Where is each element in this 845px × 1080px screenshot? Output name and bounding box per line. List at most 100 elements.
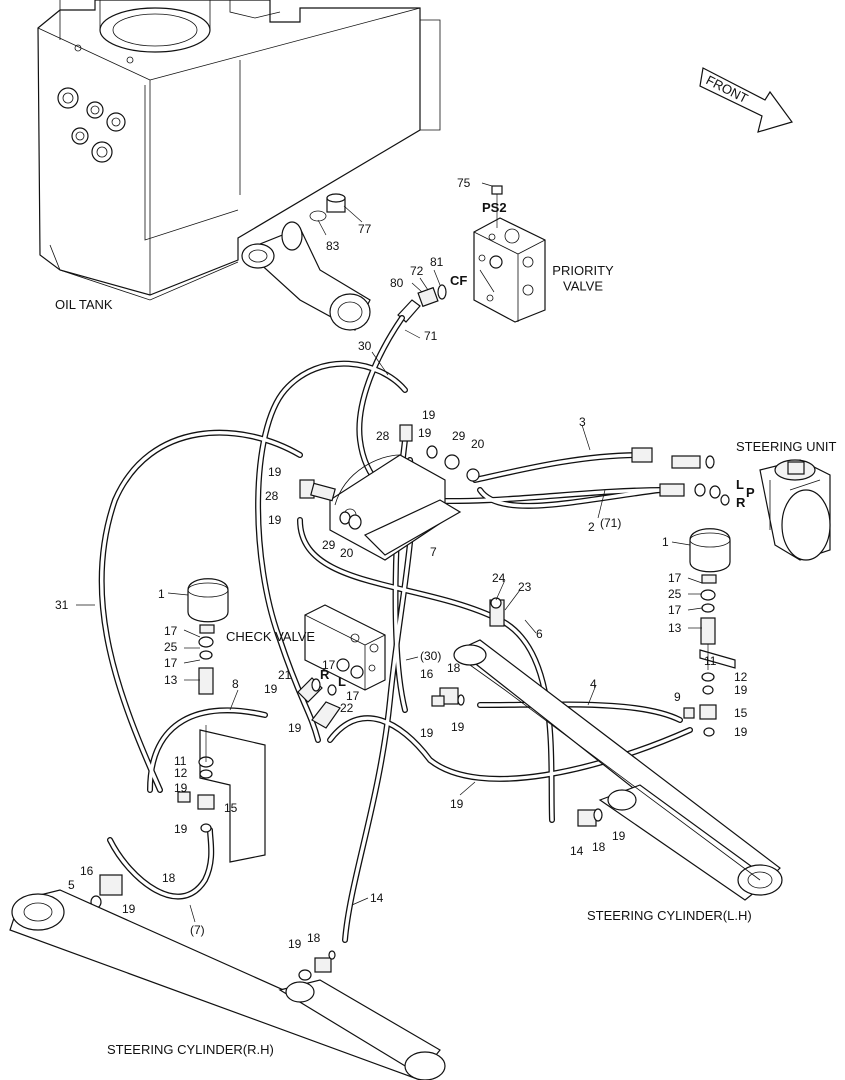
callout-number: 25 [668,587,682,601]
steering-unit-label: STEERING UNIT [736,439,836,454]
callout-number: 19 [734,725,748,739]
callout-number: 24 [492,571,506,585]
callout-number: 18 [592,840,606,854]
callout-number: 19 [734,683,748,697]
callout-number: 31 [55,598,69,612]
callout-number: 8 [232,677,239,691]
port-ps2: PS2 [482,200,507,215]
callout-number: 18 [307,931,321,945]
callout-number: 11 [174,754,187,768]
callout-number: 80 [390,276,404,290]
callout-number: 18 [447,661,461,675]
callout-number: 25 [164,640,178,654]
callout-number: 19 [268,513,282,527]
callout-number: 19 [418,426,432,440]
center-bracket [299,424,480,561]
front-label: FRONT [704,72,751,106]
callout-number: 6 [536,627,543,641]
callout-number: 29 [322,538,336,552]
callout-number: 29 [452,429,466,443]
callout-number: 17 [164,624,178,638]
check-valve-port-l: L [338,674,346,689]
check-valve-port-r: R [320,667,330,682]
callout-number: 17 [322,658,336,672]
callout-number: 21 [278,668,292,682]
steering-cylinder-lh-label: STEERING CYLINDER(L.H) [587,908,752,923]
callout-number: 17 [346,689,360,703]
breather-plug [309,193,346,222]
callout-number: 1 [662,535,669,549]
callout-number: 12 [734,670,748,684]
port-labels: PS2 CF L P R R L [320,200,755,689]
fittings [90,597,717,981]
callout-number: 23 [518,580,532,594]
leader-lines [76,182,709,923]
port-l: L [736,477,744,492]
accumulator-right [689,528,731,645]
callout-number: 19 [268,465,282,479]
callout-number: 3 [579,415,586,429]
callout-number: 4 [590,677,597,691]
callout-number: 83 [326,239,340,253]
oil-tank [37,0,441,301]
port-p: P [746,485,755,500]
callouts: 75 77 83 80 72 81 30 71 19 28 19 29 20 3… [55,176,748,951]
accumulator-left [187,578,229,695]
callout-number: 19 [422,408,436,422]
label-line: VALVE [563,279,603,294]
callout-number: 19 [451,720,465,734]
port-cf: CF [450,273,467,288]
callout-number: 72 [410,264,424,278]
callout-number: 2 [588,520,595,534]
priority-valve [473,185,546,323]
callout-number: 19 [420,726,434,740]
callout-number: 77 [358,222,372,236]
label-line: PRIORITY [552,263,614,278]
callout-number: 19 [612,829,626,843]
callout-number: 7 [430,545,437,559]
steering-cylinder-rh-label: STEERING CYLINDER(R.H) [107,1042,274,1057]
callout-number: 11 [704,654,717,668]
callout-number: 13 [668,621,682,635]
suction-pipe [241,221,371,331]
steering-cylinder-rh [9,889,446,1080]
callout-number: 9 [674,690,681,704]
priority-valve-fittings [397,284,447,323]
callout-number: 28 [265,489,279,503]
callout-number: 5 [68,878,75,892]
callout-number: 19 [264,682,278,696]
callout-number: 20 [340,546,354,560]
callout-number: 18 [162,871,176,885]
port-r: R [736,495,746,510]
callout-number: 17 [668,603,682,617]
front-arrow: FRONT [699,67,793,133]
callout-number: 16 [80,864,94,878]
oil-tank-label: OIL TANK [55,297,113,312]
callout-number: 75 [457,176,471,190]
callout-number: 17 [164,656,178,670]
callout-number: 15 [224,801,238,815]
callout-number: 19 [122,902,136,916]
callout-number: (7) [190,923,205,937]
callout-number: 28 [376,429,390,443]
callout-number: 14 [570,844,584,858]
callout-number: 19 [174,822,188,836]
callout-number: 20 [471,437,485,451]
callout-number: 17 [668,571,682,585]
callout-number: 19 [174,781,188,795]
callout-number: 12 [174,766,188,780]
callout-number: 13 [164,673,178,687]
callout-number: (71) [600,516,621,530]
callout-number: 19 [288,721,302,735]
callout-number: 19 [450,797,464,811]
left-bracket-plate [199,649,736,863]
steering-cylinder-lh [453,639,783,901]
callout-number: 19 [288,937,302,951]
steering-unit [631,447,831,561]
callout-number: 15 [734,706,748,720]
callout-number: 16 [420,667,434,681]
